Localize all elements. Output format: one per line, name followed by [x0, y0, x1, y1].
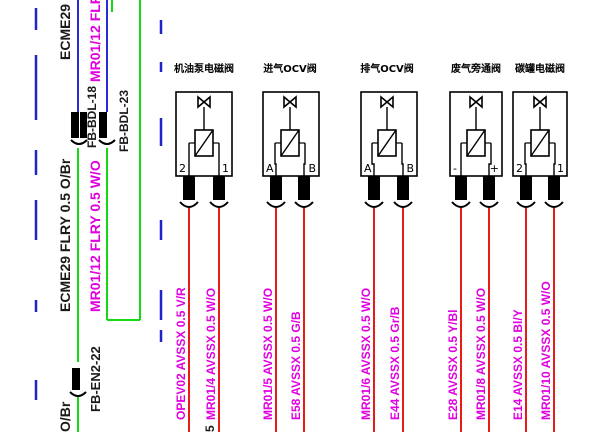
pin-label-left: 2	[179, 162, 186, 175]
pin-label-right: B	[308, 162, 316, 175]
label-ecme-top: ECME29 FLRY	[57, 0, 73, 60]
pin-label-left: 2	[516, 162, 523, 175]
label-bottom-fragment: O/Br	[57, 401, 73, 432]
wire-label-left: MR01/5 AVSSX 0.5 W/O	[261, 288, 275, 420]
connector-fb-bdl-18	[70, 112, 88, 145]
label-fb-en2-22: FB-EN2-22	[88, 346, 103, 412]
label-mr01-top: MR01/12 FLRY	[87, 0, 103, 82]
valve-icon	[283, 95, 297, 109]
component-title: 碳罐电磁阀	[515, 62, 565, 75]
left-labels: ECME29 FLRY MR01/12 FLRY FB-BDL-18 FB-BD…	[57, 0, 131, 432]
terminal-left	[520, 176, 532, 200]
component-box	[512, 91, 568, 177]
terminal-right	[548, 176, 560, 200]
pin-label-right: 1	[222, 162, 229, 175]
component-title: 机油泵电磁阀	[174, 62, 234, 75]
component-4: 废气旁通阀 - + E28 AVSSX 0.5 Y/Bl MR01/8 AVSSX 0.…	[446, 62, 503, 432]
pin-label-left: A	[266, 162, 274, 175]
wire-label-right: MR01/8 AVSSX 0.5 W/O	[474, 288, 488, 420]
wire-label-right: E44 AVSSX 0.5 Gr/B	[388, 306, 402, 420]
wire-label-right: MR01/10 AVSSX 0.5 W/O	[539, 281, 553, 420]
left-wires	[77, 0, 141, 432]
component-3: 排气OCV阀 A B MR01/6 AVSSX 0.5 W/O E44 AVSSX 0.…	[359, 62, 418, 432]
terminal-right	[213, 176, 225, 200]
label-ecme-mid: ECME29 FLRY 0.5 O/Br	[57, 158, 73, 312]
valve-icon	[469, 95, 483, 109]
valve-icon	[533, 95, 547, 109]
fragment-glyph: 5	[203, 425, 217, 432]
pin-label-left: -	[453, 162, 457, 175]
wire-label-left: MR01/6 AVSSX 0.5 W/O	[359, 288, 373, 420]
terminal-right	[298, 176, 310, 200]
terminal-left	[270, 176, 282, 200]
wire-label-right: E58 AVSSX 0.5 G/B	[289, 311, 303, 420]
pin-label-right: B	[406, 162, 414, 175]
wire-label-left: OPEV02 AVSSX 0.5 V/R	[174, 287, 188, 420]
connector-fb-bdl-23	[98, 112, 116, 145]
connector-fb-en2-22	[69, 368, 87, 397]
component-box	[360, 91, 418, 177]
label-fb-bdl-23: FB-BDL-23	[117, 90, 131, 152]
component-box	[175, 91, 233, 177]
wire-label-left: E28 AVSSX 0.5 Y/Bl	[446, 309, 460, 420]
component-title: 进气OCV阀	[263, 62, 317, 75]
terminal-left	[183, 176, 195, 200]
label-mr01-mid: MR01/12 FLRY 0.5 W/O	[87, 160, 103, 312]
valve-icon	[197, 95, 211, 109]
component-title: 排气OCV阀	[360, 62, 414, 75]
terminal-right	[397, 176, 409, 200]
pin-label-left: A	[364, 162, 372, 175]
pin-label-right: +	[490, 162, 499, 175]
terminal-right	[483, 176, 495, 200]
valve-icon	[380, 95, 394, 109]
wire-label-left: E14 AVSSX 0.5 Bl/Y	[511, 309, 525, 420]
component-2: 进气OCV阀 A B MR01/5 AVSSX 0.5 W/O E58 AVSSX 0.…	[261, 62, 320, 432]
component-box	[262, 91, 320, 177]
terminal-left	[455, 176, 467, 200]
pin-label-right: 1	[557, 162, 564, 175]
terminal-left	[368, 176, 380, 200]
component-title: 废气旁通阀	[451, 62, 501, 75]
label-fb-bdl-18: FB-BDL-18	[85, 86, 99, 148]
wire-label-right: MR01/4 AVSSX 0.5 W/O	[204, 288, 218, 420]
component-box	[449, 91, 503, 177]
